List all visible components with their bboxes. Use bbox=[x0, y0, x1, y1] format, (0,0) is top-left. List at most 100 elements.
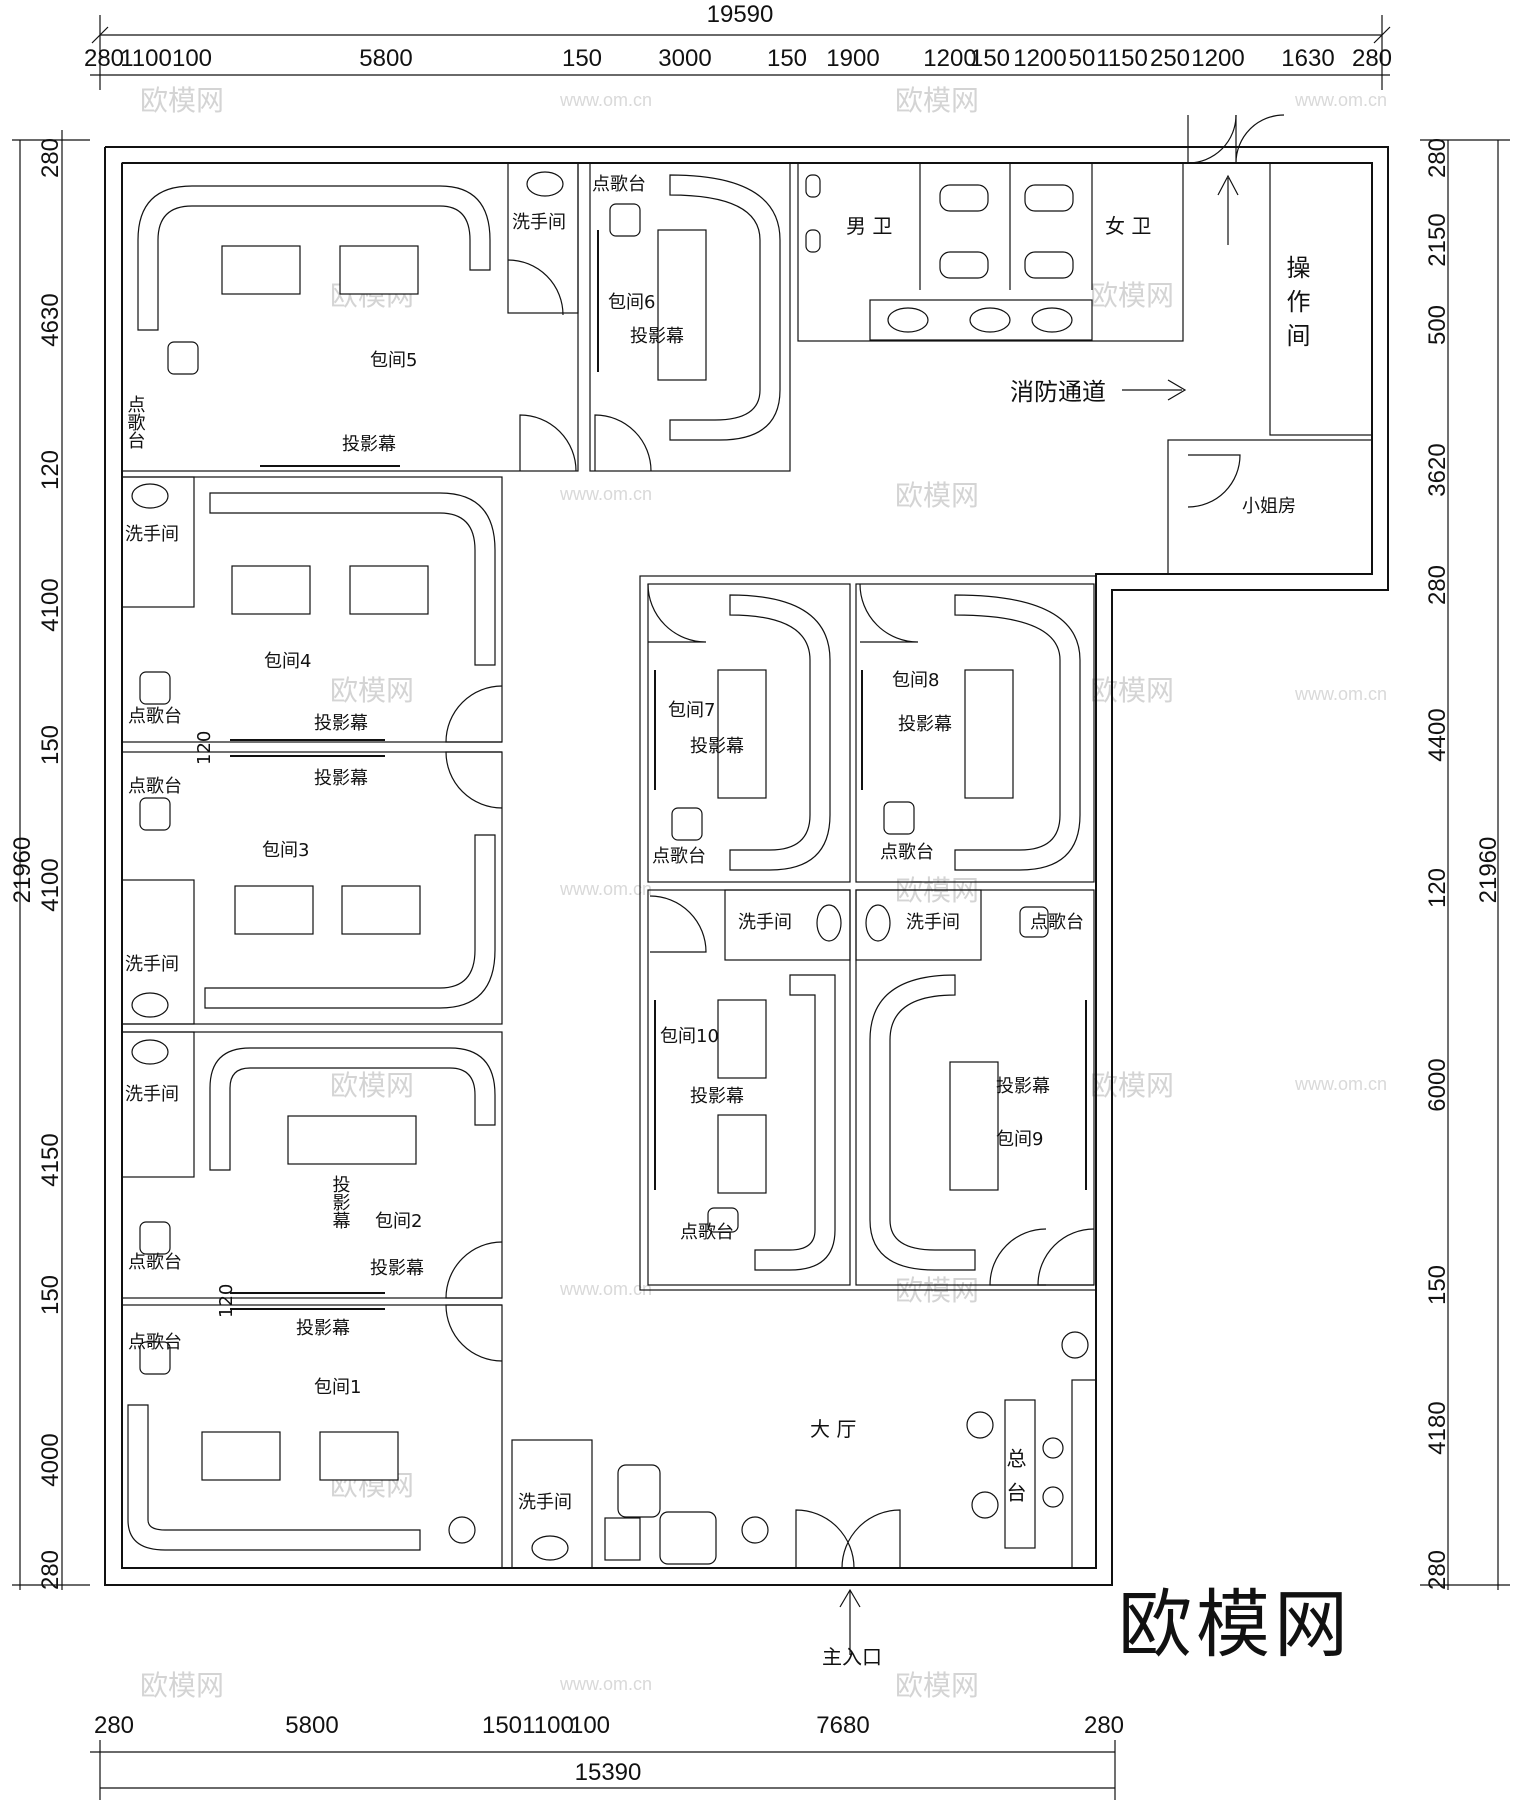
room-label: 包间2 bbox=[375, 1211, 422, 1232]
sofa-icon bbox=[127, 1404, 421, 1551]
plant-icon bbox=[971, 1491, 999, 1519]
operation-label: 操作间 bbox=[1282, 255, 1310, 357]
chair-icon bbox=[671, 807, 703, 841]
washroom-label: 洗手间 bbox=[906, 912, 960, 933]
table-icon bbox=[341, 885, 421, 935]
dim-top: 150 bbox=[767, 45, 807, 72]
room-label: 包间10 bbox=[660, 1026, 719, 1047]
chair-icon bbox=[139, 1221, 171, 1255]
plant-layer bbox=[448, 1331, 1089, 1544]
karaoke-label: 点歌台 bbox=[128, 706, 182, 727]
dim-top: 1630 bbox=[1281, 45, 1334, 72]
dim-right: 280 bbox=[1424, 138, 1451, 178]
door-swing-icon bbox=[647, 583, 707, 643]
chair-icon bbox=[609, 203, 641, 237]
chair-icon bbox=[139, 671, 171, 705]
toilet-layer bbox=[805, 174, 1074, 279]
sink-icon bbox=[131, 992, 169, 1018]
dim-top: 5800 bbox=[359, 45, 412, 72]
toilet-icon bbox=[939, 251, 989, 279]
door-swing-icon bbox=[1037, 1228, 1095, 1286]
right-dims: 280 2150 500 3620 280 4400 120 6000 150 … bbox=[1424, 138, 1451, 1590]
dim-top: 1900 bbox=[826, 45, 879, 72]
watermark: 欧模网 bbox=[895, 1669, 979, 1702]
arrows bbox=[839, 174, 1239, 1655]
table-icon bbox=[657, 229, 707, 381]
dim-right: 3620 bbox=[1424, 443, 1451, 496]
watermark-url: www.om.cn bbox=[559, 1674, 652, 1694]
dimension-lines bbox=[12, 15, 1510, 1800]
toilet-icon bbox=[939, 184, 989, 212]
dim-top: 1100 bbox=[120, 45, 172, 72]
dim-top: 1200 bbox=[923, 45, 976, 72]
sofa-icon bbox=[669, 174, 781, 441]
room-label: 包间4 bbox=[264, 651, 311, 672]
table-layer bbox=[201, 229, 1014, 1481]
watermark: 欧模网 bbox=[330, 1069, 414, 1102]
reception-counter bbox=[1071, 1379, 1097, 1569]
table-icon bbox=[717, 669, 767, 799]
dim-top: 1200 bbox=[1191, 45, 1244, 72]
door-swing-icon bbox=[594, 414, 652, 472]
dim-top: 150 bbox=[562, 45, 602, 72]
table-icon bbox=[231, 565, 311, 615]
washroom-label: 洗手间 bbox=[125, 1084, 179, 1105]
chair-icon bbox=[707, 1207, 739, 1233]
table-icon bbox=[201, 1431, 281, 1481]
chair-icon bbox=[659, 1511, 717, 1565]
top-dims: 280 1100 100 5800 150 3000 150 1900 1200… bbox=[84, 45, 1392, 72]
plant-icon bbox=[741, 1516, 769, 1544]
door-swing-icon bbox=[445, 685, 503, 743]
room-label: 包间7 bbox=[668, 700, 715, 721]
door-swing-icon bbox=[989, 1228, 1047, 1286]
table-icon bbox=[339, 245, 419, 295]
sink-icon bbox=[865, 904, 891, 942]
room-label: 包间8 bbox=[892, 670, 939, 691]
watermark-url: www.om.cn bbox=[559, 1279, 652, 1299]
plant-icon bbox=[966, 1411, 994, 1439]
dim-top: 280 bbox=[84, 45, 124, 72]
karaoke-label: 点歌台 bbox=[128, 1332, 182, 1353]
room-label: 包间1 bbox=[314, 1377, 361, 1398]
screen-label: 投影幕 bbox=[370, 1258, 424, 1279]
brand-logo: 欧模网 bbox=[1118, 1582, 1352, 1668]
door-swing-icon bbox=[859, 583, 919, 643]
screen-label: 投影幕 bbox=[314, 713, 368, 734]
dim-right: 120 bbox=[1424, 868, 1451, 908]
plant-icon bbox=[1061, 1331, 1089, 1359]
dim-left: 4100 bbox=[37, 858, 64, 911]
room-label: 男 卫 bbox=[846, 214, 892, 238]
karaoke-label: 点歌台 bbox=[128, 1252, 182, 1273]
karaoke-label: 点歌台 bbox=[128, 776, 182, 797]
dim-left-total: 21960 bbox=[9, 837, 36, 904]
dim-right: 150 bbox=[1424, 1265, 1451, 1305]
karaoke-label: 点歌台 bbox=[1030, 912, 1084, 933]
sink-icon bbox=[816, 904, 842, 942]
table-icon bbox=[964, 669, 1014, 799]
washroom-label: 洗手间 bbox=[125, 524, 179, 545]
inner-dim: 120 bbox=[194, 731, 215, 765]
dim-bottom-total: 15390 bbox=[575, 1759, 642, 1786]
door-swing-icon bbox=[841, 1509, 901, 1569]
screen-label: 投影幕 bbox=[330, 1175, 351, 1229]
dim-right: 280 bbox=[1424, 1550, 1451, 1590]
reception-label: 总台 bbox=[1003, 1448, 1027, 1516]
dim-bottom: 280 bbox=[94, 1712, 134, 1739]
dim-right-total: 21960 bbox=[1475, 837, 1502, 904]
chair-icon bbox=[167, 341, 199, 375]
dim-top-total: 19590 bbox=[707, 1, 774, 28]
screen-lines bbox=[230, 230, 1087, 1310]
stool-icon bbox=[1042, 1486, 1064, 1508]
dim-bottom: 280 bbox=[1084, 1712, 1124, 1739]
washroom-label: 洗手间 bbox=[125, 954, 179, 975]
sink-icon bbox=[887, 307, 929, 333]
chair-icon bbox=[883, 801, 915, 835]
chair-icon bbox=[139, 1341, 171, 1375]
screen-label: 投影幕 bbox=[314, 768, 368, 789]
door-swing-icon bbox=[649, 895, 707, 953]
dim-top: 100 bbox=[172, 45, 212, 72]
dim-right: 500 bbox=[1424, 305, 1451, 345]
dim-left: 120 bbox=[37, 450, 64, 490]
reception-desk bbox=[1004, 1399, 1036, 1549]
